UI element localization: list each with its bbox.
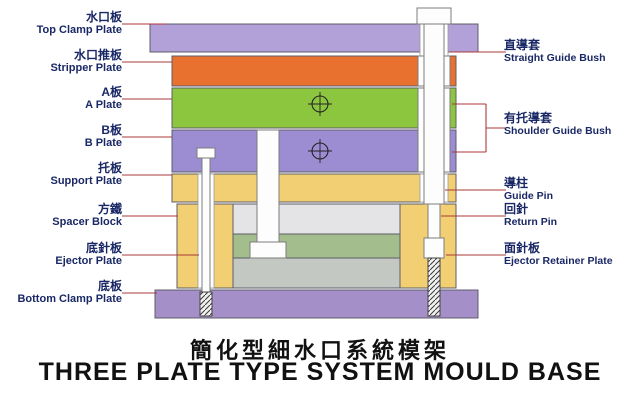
- puller-pin-thread: [199, 291, 213, 317]
- guide-pin-cap: [416, 7, 452, 25]
- label-en: Stripper Plate: [50, 62, 122, 74]
- label-en: Bottom Clamp Plate: [17, 293, 122, 305]
- label-stripper-plate: 水口推板 Stripper Plate: [0, 49, 122, 75]
- diagram-title-chinese: 簡化型細水口系統模架: [189, 338, 450, 363]
- return-pin-shaft: [427, 203, 441, 239]
- label-en: Spacer Block: [52, 216, 122, 228]
- label-b-plate: B板 B Plate: [0, 124, 122, 150]
- label-support-plate: 托板 Support Plate: [0, 162, 122, 188]
- label-zh: 有托導套: [504, 111, 553, 125]
- label-shoulder-guide-bush: 有托導套 Shoulder Guide Bush: [504, 112, 640, 138]
- label-en: Return Pin: [504, 216, 558, 228]
- label-guide-pin: 導柱 Guide Pin: [504, 177, 640, 203]
- label-zh: 水口推板: [73, 48, 122, 62]
- label-en: Shoulder Guide Bush: [504, 125, 612, 137]
- label-en: A Plate: [85, 99, 122, 111]
- label-zh: 面針板: [504, 241, 541, 255]
- label-spacer-block: 方鐵 Spacer Block: [0, 203, 122, 229]
- label-zh: 回針: [504, 202, 529, 216]
- label-straight-guide-bush: 直導套 Straight Guide Bush: [504, 39, 640, 65]
- label-zh: 底板: [97, 279, 122, 293]
- ejector-plate: [232, 257, 401, 289]
- label-zh: 水口板: [85, 10, 122, 24]
- label-bottom-clamp-plate: 底板 Bottom Clamp Plate: [0, 280, 122, 306]
- label-en: B Plate: [84, 137, 122, 149]
- label-zh: 導柱: [504, 176, 529, 190]
- support-plate: [171, 173, 457, 203]
- label-en: Straight Guide Bush: [504, 52, 606, 64]
- puller-pin-head: [196, 147, 216, 159]
- label-en: Guide Pin: [504, 190, 554, 202]
- guide-pin-shaft: [423, 23, 445, 205]
- label-ejector-retainer-plate: 面針板 Ejector Retainer Plate: [504, 242, 640, 268]
- label-a-plate: A板 A Plate: [0, 86, 122, 112]
- puller-pin-shaft: [201, 157, 211, 293]
- label-return-pin: 回針 Return Pin: [504, 203, 640, 229]
- support-pillar-flange: [249, 241, 287, 259]
- label-en: Ejector Retainer Plate: [504, 255, 613, 267]
- label-top-clamp-plate: 水口板 Top Clamp Plate: [0, 11, 122, 37]
- a-plate: [171, 87, 457, 129]
- label-zh: 底針板: [85, 241, 122, 255]
- label-zh: 直導套: [504, 38, 541, 52]
- label-ejector-plate: 底針板 Ejector Plate: [0, 242, 122, 268]
- stripper-plate: [171, 55, 457, 87]
- diagram-title-english: THREE PLATE TYPE SYSTEM MOULD BASE: [38, 358, 602, 386]
- retainer-screw: [427, 257, 441, 317]
- label-zh: B板: [101, 123, 122, 137]
- label-en: Support Plate: [50, 175, 122, 187]
- label-zh: 方鐵: [97, 202, 122, 216]
- label-en: Top Clamp Plate: [36, 24, 122, 36]
- return-pin-head: [423, 237, 445, 259]
- label-zh: 托板: [97, 161, 122, 175]
- label-en: Ejector Plate: [55, 255, 122, 267]
- support-pillar-shaft: [256, 129, 280, 243]
- label-zh: A板: [101, 85, 122, 99]
